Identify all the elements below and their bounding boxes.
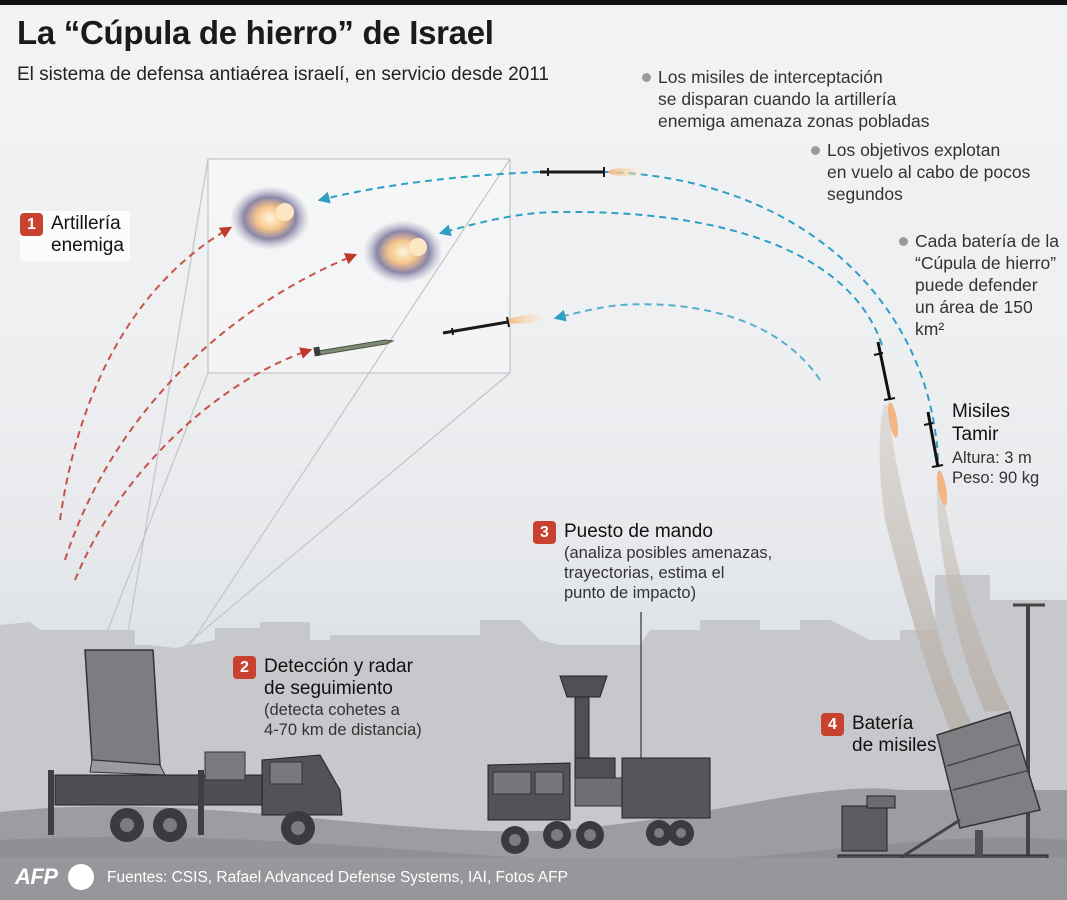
explosion-2 bbox=[363, 220, 443, 284]
number-badge: 3 bbox=[533, 521, 556, 544]
enemy-rocket bbox=[313, 339, 395, 357]
info-bullet-2: Los objetivos explotan en vuelo al cabo … bbox=[811, 139, 1030, 205]
radar-truck bbox=[48, 649, 343, 845]
label-command-post: 3 Puesto de mando (analiza posibles amen… bbox=[533, 521, 772, 603]
label-enemy-artillery: 1 Artillería enemiga bbox=[20, 211, 130, 261]
interceptor-missile-top bbox=[540, 167, 648, 177]
smoke-trail-1 bbox=[879, 405, 975, 730]
number-badge: 2 bbox=[233, 656, 256, 679]
label-radar: 2 Detección y radar de seguimiento (dete… bbox=[233, 656, 422, 740]
info-bullet-3: Cada batería de la “Cúpula de hierro” pu… bbox=[899, 230, 1059, 340]
zoom-box bbox=[99, 158, 511, 691]
bullet-dot-icon bbox=[642, 73, 651, 82]
tamir-missile-1 bbox=[873, 341, 899, 438]
command-truck bbox=[487, 612, 711, 854]
number-badge: 4 bbox=[821, 713, 844, 736]
smoke-trail-2 bbox=[936, 475, 1010, 712]
tamir-missile-2 bbox=[923, 411, 948, 506]
explosion-1 bbox=[230, 186, 310, 250]
page-subtitle: El sistema de defensa antiaérea israelí,… bbox=[17, 64, 549, 85]
interceptor-missile-bottom bbox=[442, 314, 550, 336]
number-badge: 1 bbox=[20, 213, 43, 236]
footer-band bbox=[0, 858, 1067, 900]
info-bullet-1: Los misiles de interceptación se dispara… bbox=[642, 66, 929, 132]
bullet-dot-icon bbox=[811, 146, 820, 155]
sources-credit: Fuentes: CSIS, Rafael Advanced Defense S… bbox=[107, 869, 568, 886]
top-rule bbox=[0, 0, 1067, 5]
label-missile-battery: 4 Batería de misiles bbox=[821, 713, 936, 757]
bullet-dot-icon bbox=[899, 237, 908, 246]
afp-logo: AFP bbox=[15, 864, 58, 889]
page-title: La “Cúpula de hierro” de Israel bbox=[17, 14, 494, 51]
afp-logo-dot-icon bbox=[68, 864, 94, 890]
label-tamir-missiles: Misiles Tamir Altura: 3 m Peso: 90 kg bbox=[952, 401, 1040, 487]
